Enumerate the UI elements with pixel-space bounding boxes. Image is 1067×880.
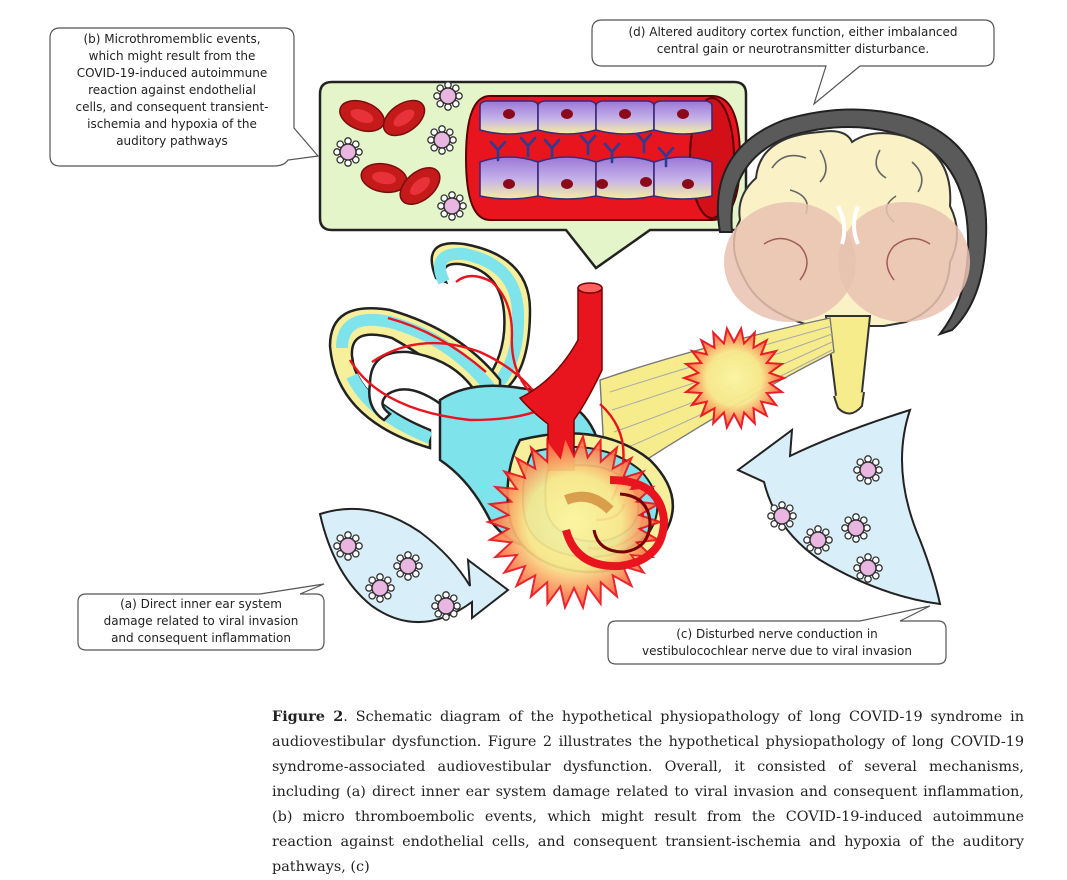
inflammation-burst-nerve	[681, 325, 787, 431]
figure-caption-text: . Schematic diagram of the hypothetical …	[272, 709, 1024, 875]
virus-cloud-right	[736, 408, 942, 606]
callout-d-text: (d) Altered auditory cortex function, ei…	[628, 25, 958, 56]
callout-d-bubble	[591, 19, 995, 106]
callout-c-bubble	[607, 605, 947, 665]
diagram: (b) Microthromemblic events, which might…	[49, 19, 995, 665]
inner-ear	[328, 241, 675, 611]
callout-a-text: (a) Direct inner ear system damage relat…	[103, 597, 299, 645]
brain	[716, 108, 988, 415]
figure-label: Figure 2	[272, 708, 344, 725]
callout-c-text: (c) Disturbed nerve conduction in vestib…	[642, 627, 912, 658]
virus-cloud-left	[318, 507, 510, 624]
callout-b-text: (b) Microthromemblic events, which might…	[75, 32, 269, 148]
callout-b-bubble	[49, 27, 320, 167]
callout-a-bubble	[77, 583, 325, 651]
blood-vessel	[464, 95, 742, 221]
figure-caption: Figure 2. Schematic diagram of the hypot…	[272, 704, 1024, 880]
